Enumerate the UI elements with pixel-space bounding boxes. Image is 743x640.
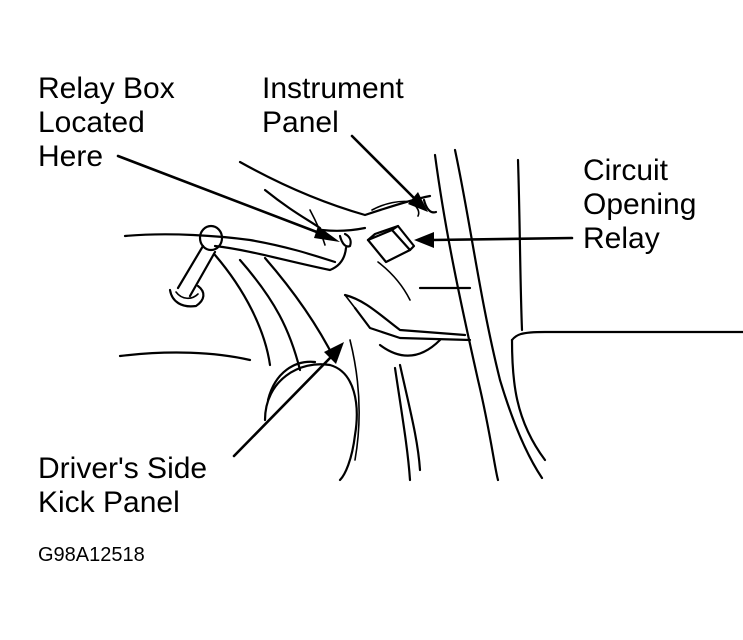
circuit-relay-side [396, 224, 416, 252]
lower-left-sweep [118, 351, 252, 362]
kick-panel-edge [349, 339, 360, 461]
center-bracket [343, 293, 467, 337]
lever-knob [198, 224, 224, 252]
relay-box-label: Relay Box Located Here [38, 72, 175, 174]
kick-panel-label: Driver's Side Kick Panel [38, 452, 207, 520]
right-panel-corner [510, 330, 743, 342]
lever-grip-detail [175, 291, 199, 300]
center-bracket-3 [344, 294, 356, 309]
kick-panel-inner [266, 360, 317, 402]
lower-sweep-a [398, 363, 422, 472]
instrument-panel-arrowhead [408, 192, 428, 212]
column-outline [123, 233, 337, 264]
kick-panel-label-line-2: Kick Panel [38, 486, 180, 519]
right-pillar-1 [433, 153, 500, 482]
relay-box-label-line-3: Here [38, 140, 104, 173]
dash-upper-contour [238, 160, 432, 217]
right-pillar-2 [453, 148, 544, 480]
relay-box-label-line-1: Relay Box [38, 72, 175, 105]
kick-panel-arrowhead [324, 342, 344, 364]
relay-bracket [320, 226, 367, 232]
lower-sweep-b [393, 366, 412, 482]
kick-panel-pointer [232, 356, 332, 458]
circuit-relay-label-line-3: Relay [583, 222, 660, 255]
lower-dash-sweep [238, 258, 302, 372]
lever-grip [168, 284, 205, 308]
figure-code: G98A12518 [38, 544, 145, 566]
instrument-panel-pointer [350, 134, 416, 200]
circuit-relay-label: Circuit Opening Relay [583, 154, 696, 256]
circuit-relay-pointer [430, 236, 574, 242]
lever-stalk [176, 244, 217, 298]
instrument-panel-marker [422, 198, 438, 214]
instrument-panel-label: Instrument Panel [262, 72, 404, 140]
mid-diagonal [377, 261, 411, 301]
circuit-relay-label-line-2: Opening [583, 188, 697, 221]
kick-panel-label-line-1: Driver's Side [38, 452, 208, 485]
right-panel-edge [510, 338, 547, 462]
lower-left-sweep-2 [213, 253, 272, 367]
relay-box-label-line-2: Located [38, 106, 145, 139]
relay-box-arrowhead [314, 226, 340, 242]
circuit-relay-label-line-1: Circuit [583, 154, 669, 187]
instrument-panel-label-line-1: Instrument [262, 72, 404, 105]
relay-box-pointer [116, 154, 324, 236]
right-pillar-3 [516, 158, 524, 332]
center-bracket-2 [353, 306, 472, 342]
relay-box-marker [338, 232, 352, 248]
kick-panel-outline [263, 363, 358, 482]
circuit-relay-top [366, 224, 400, 242]
dash-upper-contour-2 [263, 188, 322, 230]
lower-plate [378, 338, 442, 357]
circuit-relay-arrowhead [414, 232, 434, 248]
instrument-panel-label-line-2: Panel [262, 106, 339, 139]
column-lower [213, 244, 348, 272]
